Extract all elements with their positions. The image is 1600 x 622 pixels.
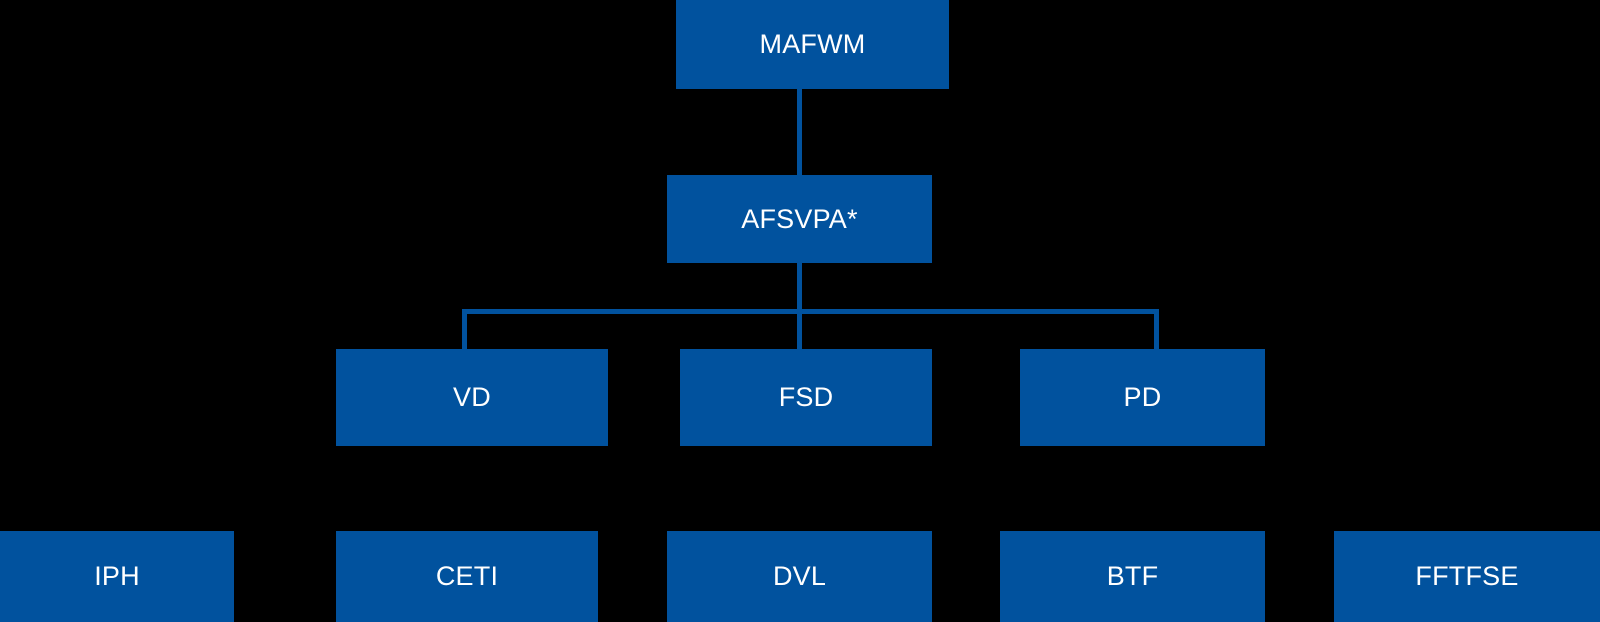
node-pd-label: PD [1123,382,1162,412]
node-pd[interactable]: PD [1020,349,1265,446]
node-vd[interactable]: VD [336,349,608,446]
node-fftfse-label: FFTFSE [1415,561,1519,591]
node-mafwm[interactable]: MAFWM [676,0,949,89]
node-fftfse[interactable]: FFTFSE [1334,531,1600,622]
node-fsd-label: FSD [778,382,834,412]
connector-bus-to-vd [462,309,467,352]
node-dvl[interactable]: DVL [667,531,932,622]
connector-bus-to-pd [1154,309,1159,352]
node-fsd[interactable]: FSD [680,349,932,446]
node-ceti-label: CETI [435,561,499,591]
node-btf-label: BTF [1106,561,1159,591]
connector-bus-to-fsd [797,309,802,352]
node-afsvpa[interactable]: AFSVPA* [667,175,932,263]
connector-level2-to-bus [797,260,802,312]
node-iph[interactable]: IPH [0,531,234,622]
node-mafwm-label: MAFWM [759,29,866,59]
node-afsvpa-label: AFSVPA* [741,203,858,234]
node-iph-label: IPH [94,561,140,591]
connector-root-to-level2 [797,86,802,178]
connector-horizontal-bus [462,309,1159,314]
node-dvl-label: DVL [772,561,827,591]
node-ceti[interactable]: CETI [336,531,598,622]
node-vd-label: VD [453,382,491,412]
node-btf[interactable]: BTF [1000,531,1265,622]
